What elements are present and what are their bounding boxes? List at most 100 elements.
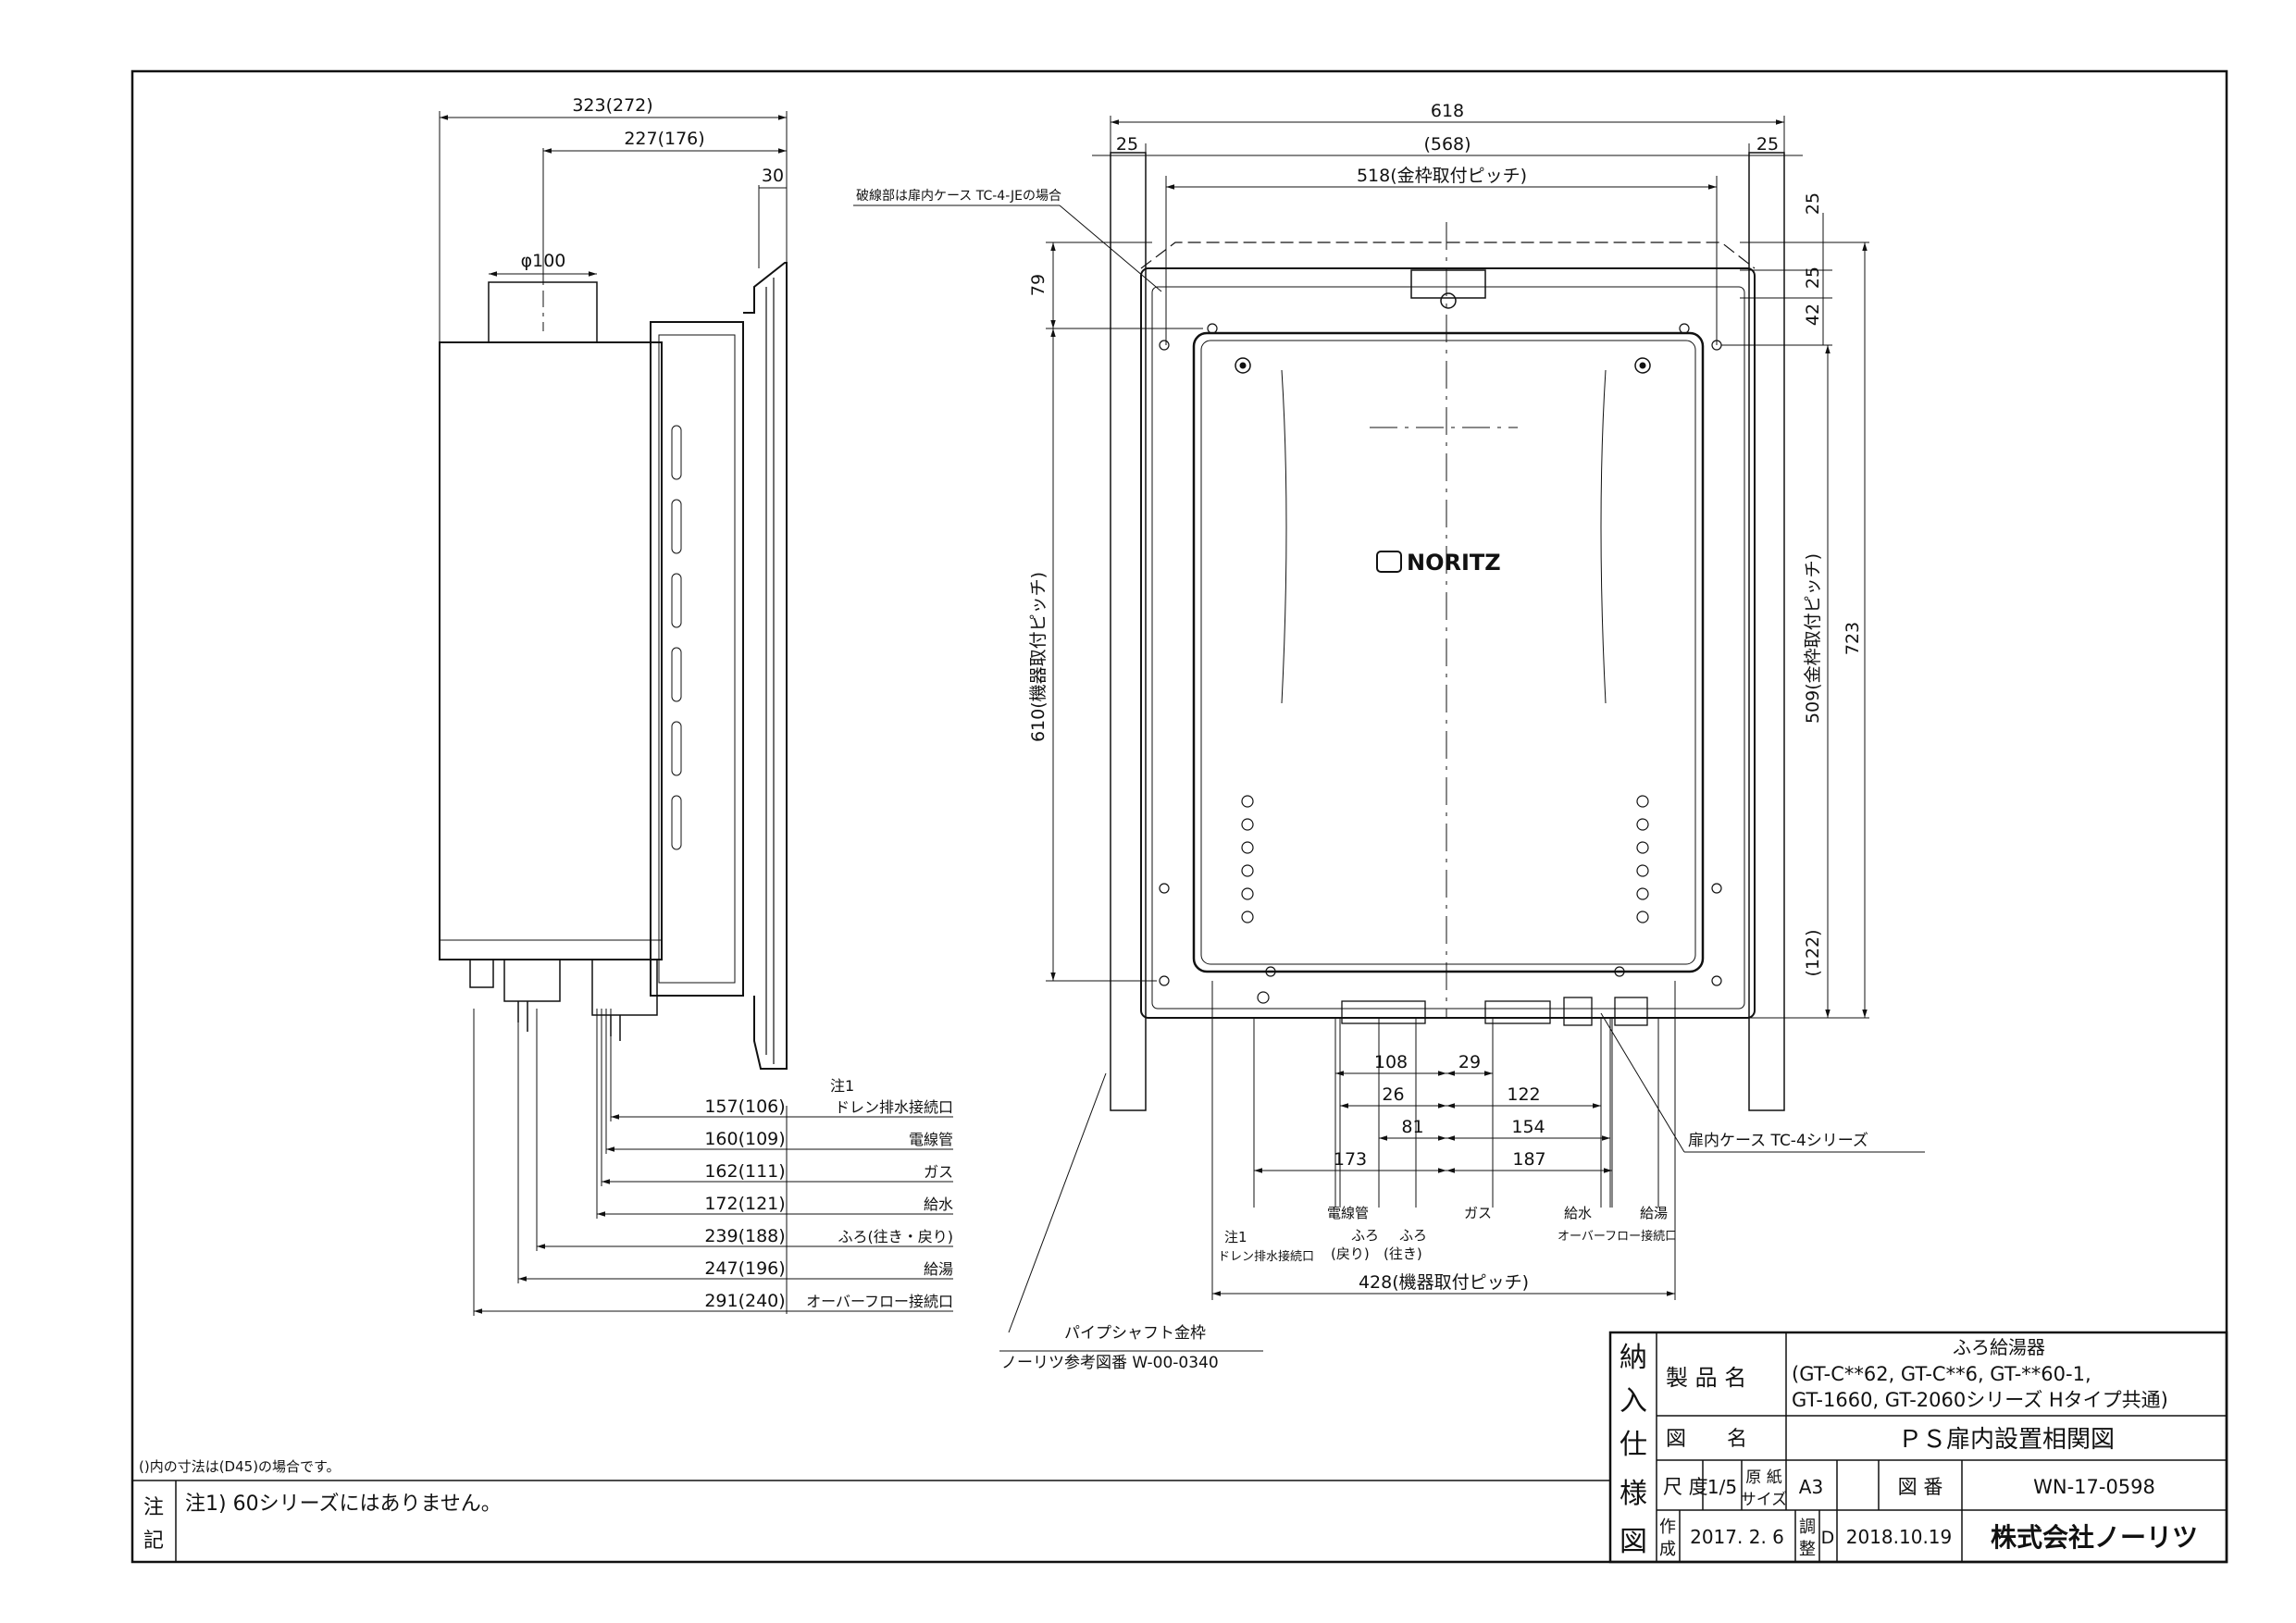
company-name: 株式会社ノーリツ [1991, 1522, 2198, 1553]
bottom-dim-right-value: 29 [1458, 1052, 1481, 1072]
label-water: 給水 [1564, 1205, 1592, 1221]
dim-25-left: 25 [1116, 134, 1138, 155]
stamp-char-1: 納 [1620, 1342, 1647, 1374]
bottom-dim-right-value: 187 [1512, 1149, 1545, 1170]
dim-509: 509(金枠取付ピッチ) [1803, 553, 1823, 724]
notes-label-a: 注 [143, 1496, 164, 1519]
checked-date: 2018.10.19 [1846, 1526, 1953, 1548]
label-gas: ガス [1464, 1205, 1492, 1221]
noritz-logo: NORITZ [1376, 550, 1501, 576]
checked-label-1: 調 [1799, 1518, 1816, 1537]
dim-r42: 42 [1803, 304, 1823, 326]
connection-label: ドレン排水接続口 [835, 1098, 953, 1116]
label-overflow: オーバーフロー接続口 [1558, 1229, 1677, 1244]
connection-label: ガス [924, 1163, 953, 1181]
dim-phi100: φ100 [521, 251, 566, 271]
door-case-frame [1140, 267, 1756, 1019]
label-bath-return-1: ふろ [1351, 1227, 1379, 1244]
connection-dim-value: 291(240) [704, 1291, 785, 1311]
dim-30: 30 [762, 166, 784, 186]
label-bath-go-1: ふろ [1399, 1227, 1427, 1244]
dim-428: 428(機器取付ピッチ) [1359, 1272, 1529, 1293]
dim-r25-top: 25 [1803, 192, 1823, 215]
bottom-dim-left-value: 26 [1382, 1084, 1404, 1105]
shaft-post-right [1748, 152, 1785, 1111]
paper-label-2: サイズ [1741, 1491, 1788, 1509]
bottom-labels: 注1 ドレン排水接続口 電線管 ふろ (戻り) ふろ (往き) ガス 給水 給湯… [1218, 1205, 1677, 1264]
label-hot: 給湯 [1640, 1205, 1668, 1221]
product-line-1: (GT-C**62, GT-C**6, GT-**60-1, [1792, 1363, 2091, 1385]
dim-323: 323(272) [572, 95, 652, 116]
connection-note: 注1 [830, 1077, 854, 1095]
created-date: 2017. 2. 6 [1690, 1526, 1784, 1548]
bottom-dim-right-value: 154 [1511, 1117, 1545, 1137]
connection-dim-value: 247(196) [704, 1258, 785, 1279]
dashed-line-note: 破線部は扉内ケース TC-4-JEの場合 [856, 189, 1061, 204]
connection-label: 電線管 [909, 1131, 953, 1148]
side-view [439, 262, 788, 1070]
checked-label-2: 整 [1799, 1540, 1816, 1559]
side-door-case [650, 321, 744, 997]
dim-25-right: 25 [1756, 134, 1779, 155]
stamp-char-4: 様 [1620, 1478, 1647, 1510]
shaft-note-1: パイプシャフト金枠 [1064, 1324, 1206, 1343]
revision: D [1821, 1528, 1835, 1548]
side-heater-body [439, 341, 663, 960]
drawing-name: ＰＳ扉内設置相関図 [1898, 1426, 2115, 1454]
paper-label-1: 原 紙 [1745, 1468, 1781, 1487]
dim-610: 610(機器取付ピッチ) [1028, 572, 1049, 742]
door-case-note: 扉内ケース TC-4シリーズ [1688, 1132, 1868, 1150]
product-title: ふろ給湯器 [1953, 1336, 2045, 1358]
connection-dim-value: 160(109) [704, 1129, 785, 1149]
label-bath-return-2: (戻り) [1331, 1245, 1370, 1262]
side-wall-plate [743, 262, 788, 1070]
stamp-char-3: 仕 [1620, 1429, 1647, 1461]
bottom-dim-right-value: 122 [1507, 1084, 1540, 1105]
notes-box [132, 1480, 1610, 1562]
note-1: 注1) 60シリーズにはありません。 [185, 1493, 502, 1516]
connection-label: ふろ(往き・戻り) [838, 1228, 954, 1245]
front-heater-body [1192, 331, 1705, 973]
shaft-note-2: ノーリツ参考図番 W-00-0340 [1001, 1354, 1219, 1372]
label-conduit: 電線管 [1327, 1205, 1369, 1221]
scale-value: 1/5 [1707, 1476, 1737, 1498]
product-line-2: GT-1660, GT-2060シリーズ Hタイプ共通) [1792, 1389, 2168, 1411]
scale-label: 尺 度 [1663, 1476, 1708, 1498]
label-drain-note: 注1 [1224, 1229, 1247, 1245]
connection-dim-value: 239(188) [704, 1226, 785, 1246]
bottom-dim-left-value: 173 [1334, 1149, 1367, 1170]
sheet-border [130, 69, 2228, 1564]
front-view [1110, 152, 1785, 1111]
paper-value: A3 [1799, 1476, 1823, 1498]
dim-618: 618 [1431, 101, 1464, 121]
dim-r25: 25 [1803, 266, 1823, 289]
bottom-dim-left-value: 108 [1374, 1052, 1408, 1072]
dim-723: 723 [1843, 622, 1863, 655]
connection-label: オーバーフロー接続口 [806, 1293, 953, 1310]
brand-name: NORITZ [1407, 550, 1501, 576]
connection-label: 給水 [924, 1196, 953, 1213]
side-view-dims [439, 111, 788, 342]
connection-dim-value: 172(121) [704, 1194, 785, 1214]
title-block [1608, 1331, 2228, 1564]
number-value: WN-17-0598 [2033, 1476, 2155, 1498]
connection-label: 給湯 [924, 1260, 953, 1278]
bottom-dim-left-value: 81 [1401, 1117, 1423, 1137]
dim-227: 227(176) [624, 129, 704, 149]
drawing-label: 図 名 [1666, 1428, 1747, 1451]
front-bottom-dims: 108 29 26 122 81 154 173 187 [1253, 1018, 1659, 1208]
connection-dim-value: 157(106) [704, 1096, 785, 1117]
notes-label-b: 記 [143, 1530, 164, 1553]
created-label-2: 成 [1659, 1540, 1676, 1559]
side-connection-dims: 157(106) ドレン排水接続口 注1 160(109) 電線管 162(111) ガス 1… [473, 1009, 954, 1316]
stamp-char-5: 図 [1620, 1526, 1647, 1558]
dim-518: 518(金枠取付ピッチ) [1357, 166, 1527, 186]
number-label: 図 番 [1898, 1476, 1943, 1498]
connection-dim-value: 162(111) [704, 1161, 785, 1182]
dim-122-right: (122) [1803, 929, 1823, 976]
product-label: 製 品 名 [1666, 1365, 1746, 1391]
dim-568: (568) [1423, 134, 1471, 155]
callouts [853, 204, 1925, 1352]
front-view-dims [1046, 116, 1869, 1300]
